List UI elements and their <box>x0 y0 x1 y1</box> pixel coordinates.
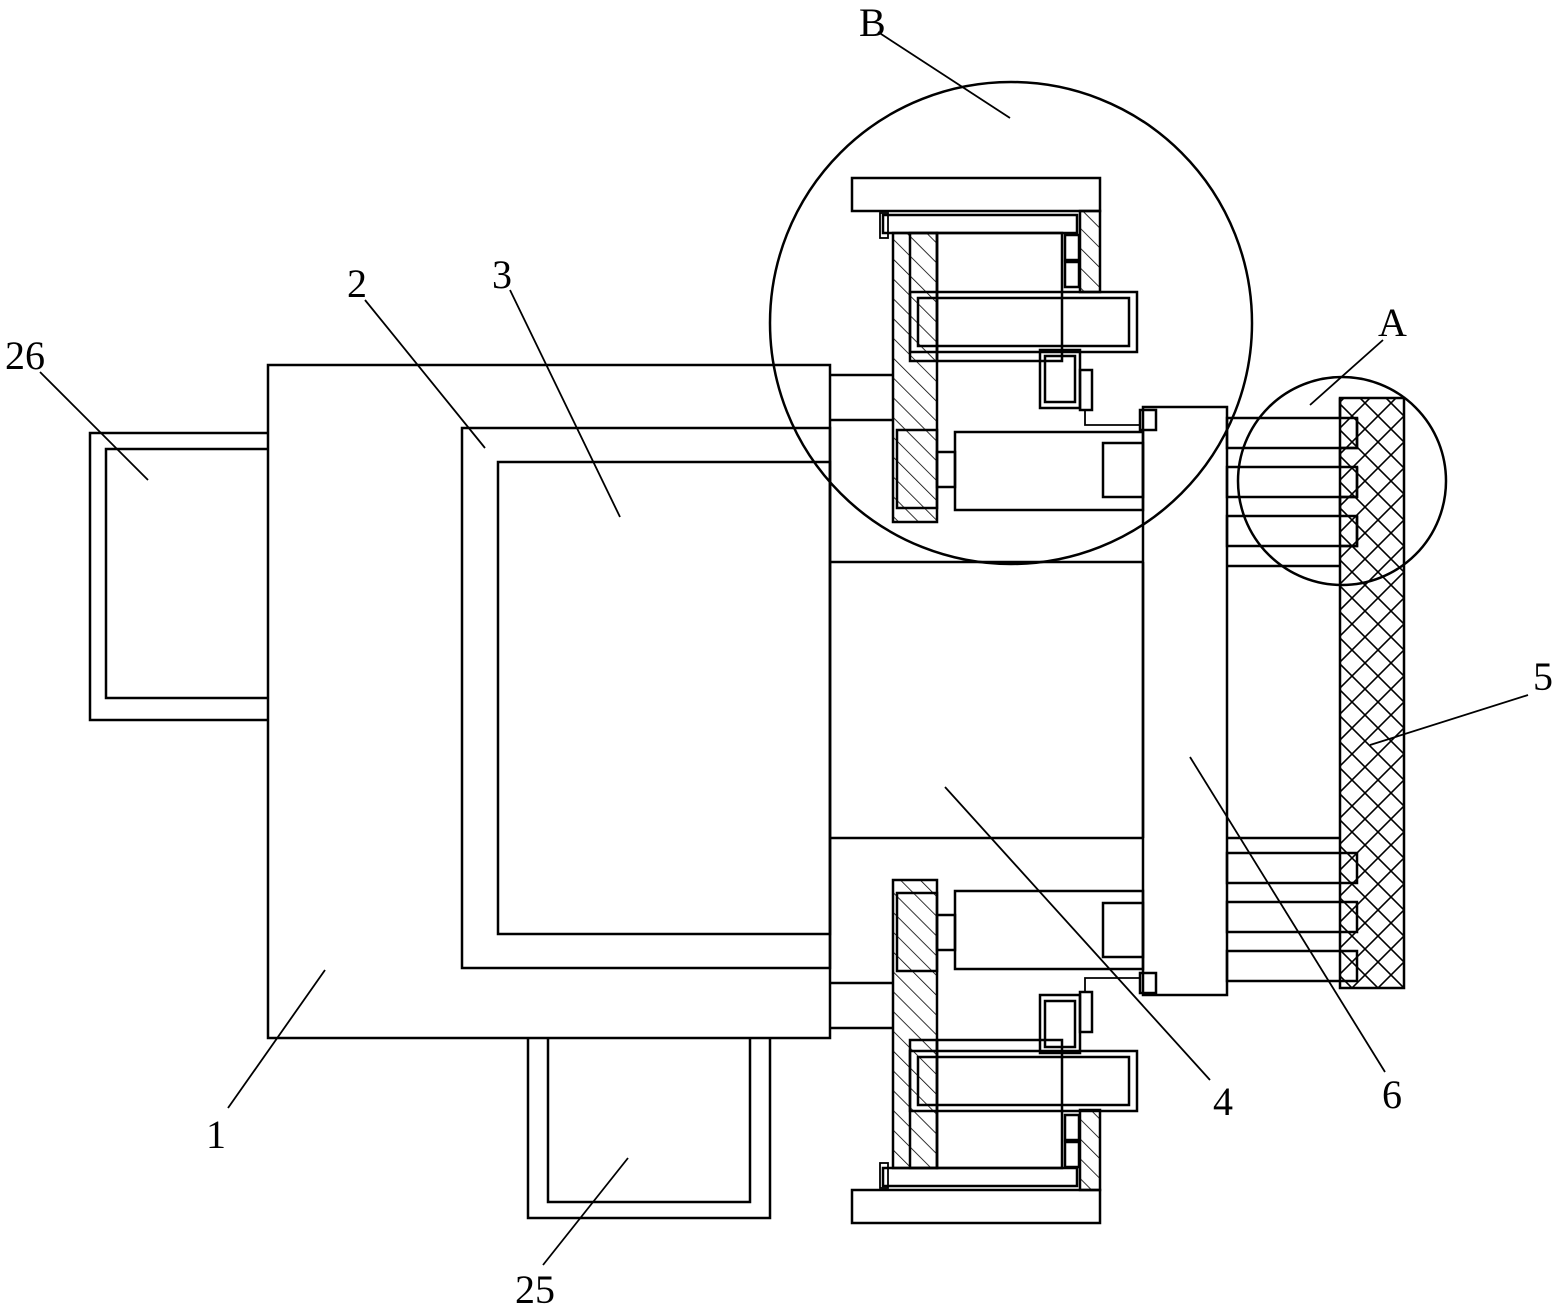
main-body <box>266 363 832 1040</box>
label-6: 6 <box>1382 1072 1402 1117</box>
label-1: 1 <box>206 1112 226 1157</box>
label-3: 3 <box>492 252 512 297</box>
upper-fingers <box>1225 398 1359 568</box>
label-2: 2 <box>347 261 367 306</box>
label-25: 25 <box>515 1267 555 1311</box>
bottom-box <box>526 1038 772 1220</box>
left-box <box>88 431 268 722</box>
central-shaft <box>830 560 1145 840</box>
label-a: A <box>1378 300 1407 345</box>
frame <box>460 426 832 970</box>
vertical-plate <box>1141 405 1229 997</box>
upper-clamp-assembly <box>768 80 1254 566</box>
screen-panel <box>496 460 832 936</box>
cushion-pad <box>1338 396 1406 990</box>
label-4: 4 <box>1213 1079 1233 1124</box>
lower-clamp-assembly <box>850 878 1158 1225</box>
label-26: 26 <box>5 333 45 378</box>
leader-lines <box>39 31 1529 1266</box>
connecting-rods <box>830 373 893 1030</box>
label-b: B <box>859 0 886 45</box>
label-5: 5 <box>1533 654 1553 699</box>
detail-circle-b <box>768 80 1254 566</box>
lower-fingers <box>1225 836 1359 983</box>
